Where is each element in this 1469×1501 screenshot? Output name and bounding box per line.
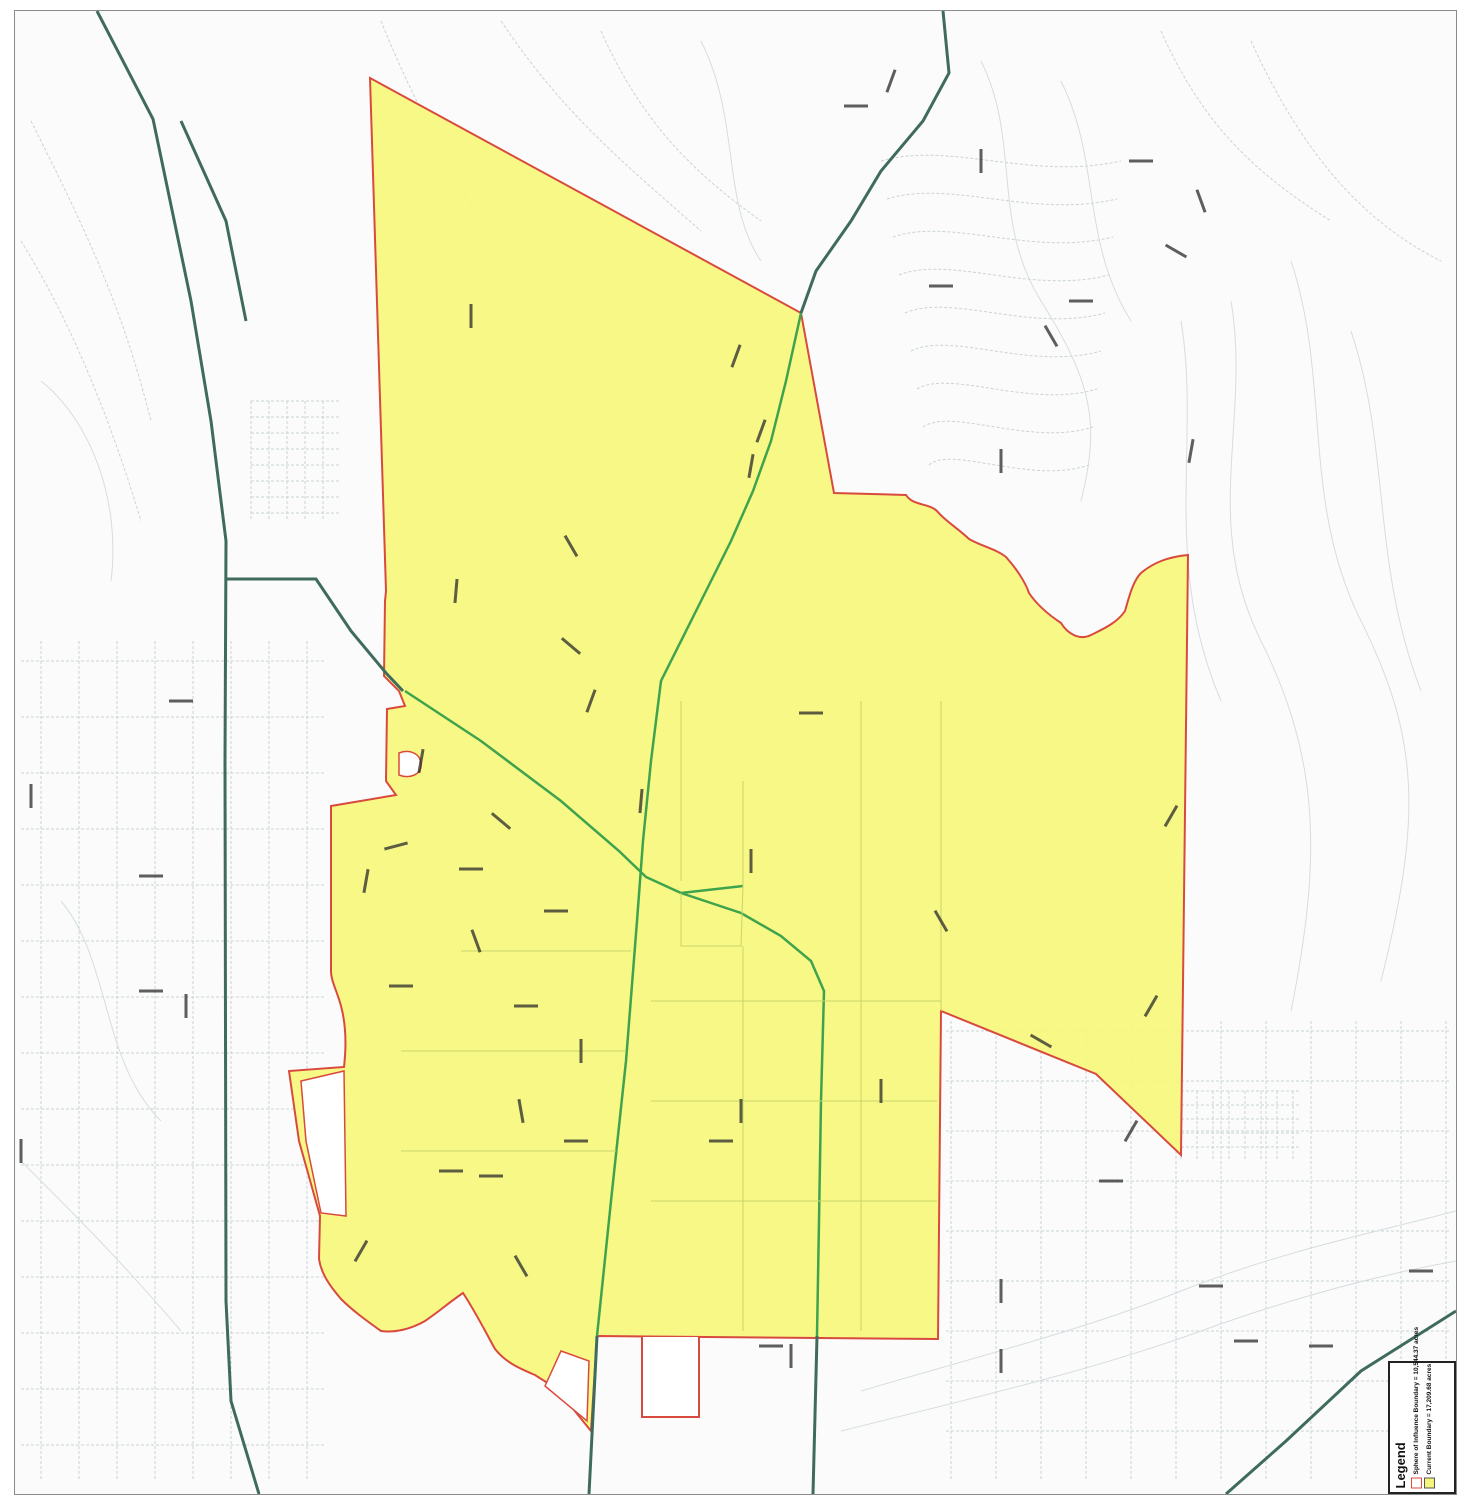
street-label-mark bbox=[1163, 804, 1179, 828]
street-label-mark bbox=[749, 849, 753, 873]
street-label-mark bbox=[879, 1079, 883, 1103]
street-label-mark bbox=[563, 534, 579, 558]
street-label-mark bbox=[844, 104, 868, 108]
street-label-mark bbox=[885, 69, 897, 93]
legend-item-soi-label: Sphere of Influence Boundary = 10,544.37… bbox=[1413, 1326, 1420, 1474]
legend-title: Legend bbox=[1393, 1441, 1408, 1488]
street-label-mark bbox=[1029, 1033, 1053, 1049]
street-label-mark bbox=[1187, 438, 1195, 464]
street-label-mark bbox=[579, 1039, 583, 1063]
street-label-mark bbox=[29, 784, 33, 808]
street-label-mark bbox=[1043, 324, 1059, 348]
street-labels bbox=[19, 69, 1433, 1373]
street-label-mark bbox=[389, 984, 413, 988]
street-label-mark bbox=[1123, 1119, 1139, 1143]
street-label-mark bbox=[929, 284, 953, 288]
street-network bbox=[20, 20, 1451, 1481]
street-label-mark bbox=[759, 1344, 783, 1348]
street-label-mark bbox=[564, 1139, 588, 1143]
street-label-mark bbox=[544, 909, 568, 913]
street-label-mark bbox=[362, 868, 370, 894]
street-label-mark bbox=[517, 1098, 525, 1124]
street-label-mark bbox=[1234, 1339, 1258, 1343]
boundary-exclusions bbox=[300, 750, 590, 1423]
street-label-mark bbox=[459, 867, 483, 871]
street-label-mark bbox=[470, 929, 482, 953]
street-label-mark bbox=[1409, 1269, 1433, 1273]
street-label-mark bbox=[514, 1004, 538, 1008]
street-label-mark bbox=[999, 449, 1003, 473]
street-label-mark bbox=[1309, 1344, 1333, 1348]
street-label-mark bbox=[479, 1174, 503, 1178]
highways bbox=[95, 11, 1456, 1494]
street-label-mark bbox=[139, 989, 163, 993]
street-label-mark bbox=[1164, 243, 1188, 259]
street-label-mark bbox=[638, 788, 644, 814]
legend-item-current-label: Current Boundary = 17,209.68 acres bbox=[1426, 1363, 1433, 1474]
street-label-mark bbox=[739, 1099, 743, 1123]
street-label-mark bbox=[747, 453, 755, 479]
street-label-mark bbox=[453, 578, 459, 604]
street-label-mark bbox=[799, 711, 823, 715]
street-label-mark bbox=[933, 909, 949, 933]
street-label-mark bbox=[709, 1139, 733, 1143]
legend-item-current: Current Boundary = 17,209.68 acres bbox=[1424, 1363, 1435, 1488]
drainage-lines bbox=[20, 40, 1456, 1432]
street-label-mark bbox=[490, 812, 512, 830]
current-swatch-icon bbox=[1424, 1477, 1435, 1488]
street-label-mark bbox=[513, 1254, 529, 1278]
street-label-mark bbox=[789, 1344, 793, 1368]
street-label-mark bbox=[184, 994, 188, 1018]
map-legend: Legend Sphere of Influence Boundary = 10… bbox=[1388, 1326, 1456, 1494]
map-frame[interactable]: Legend Sphere of Influence Boundary = 10… bbox=[14, 10, 1457, 1495]
street-label-mark bbox=[1069, 299, 1093, 303]
street-label-mark bbox=[417, 748, 425, 774]
street-label-mark bbox=[585, 689, 597, 713]
street-label-mark bbox=[999, 1349, 1003, 1373]
street-label-mark bbox=[1099, 1179, 1123, 1183]
map-canvas[interactable] bbox=[15, 11, 1456, 1494]
legend-content: Legend Sphere of Influence Boundary = 10… bbox=[1391, 1326, 1453, 1492]
street-label-mark bbox=[979, 149, 983, 173]
soi-notch bbox=[641, 1337, 700, 1418]
street-label-mark bbox=[1199, 1284, 1223, 1288]
street-label-mark bbox=[999, 1279, 1003, 1303]
internal-streets bbox=[401, 701, 942, 1331]
street-label-mark bbox=[1143, 994, 1159, 1018]
street-label-mark bbox=[755, 419, 767, 443]
street-label-mark bbox=[139, 874, 163, 878]
street-label-mark bbox=[1195, 189, 1207, 213]
street-label-mark bbox=[560, 637, 582, 655]
street-label-mark bbox=[169, 699, 193, 703]
legend-item-soi: Sphere of Influence Boundary = 10,544.37… bbox=[1411, 1326, 1422, 1488]
street-label-mark bbox=[730, 344, 742, 368]
street-label-mark bbox=[439, 1169, 463, 1173]
street-label-mark bbox=[1129, 159, 1153, 163]
street-label-mark bbox=[384, 841, 408, 851]
soi-swatch-icon bbox=[1411, 1477, 1422, 1488]
street-label-mark bbox=[19, 1139, 23, 1163]
street-label-mark bbox=[469, 304, 473, 328]
street-label-mark bbox=[353, 1239, 369, 1263]
